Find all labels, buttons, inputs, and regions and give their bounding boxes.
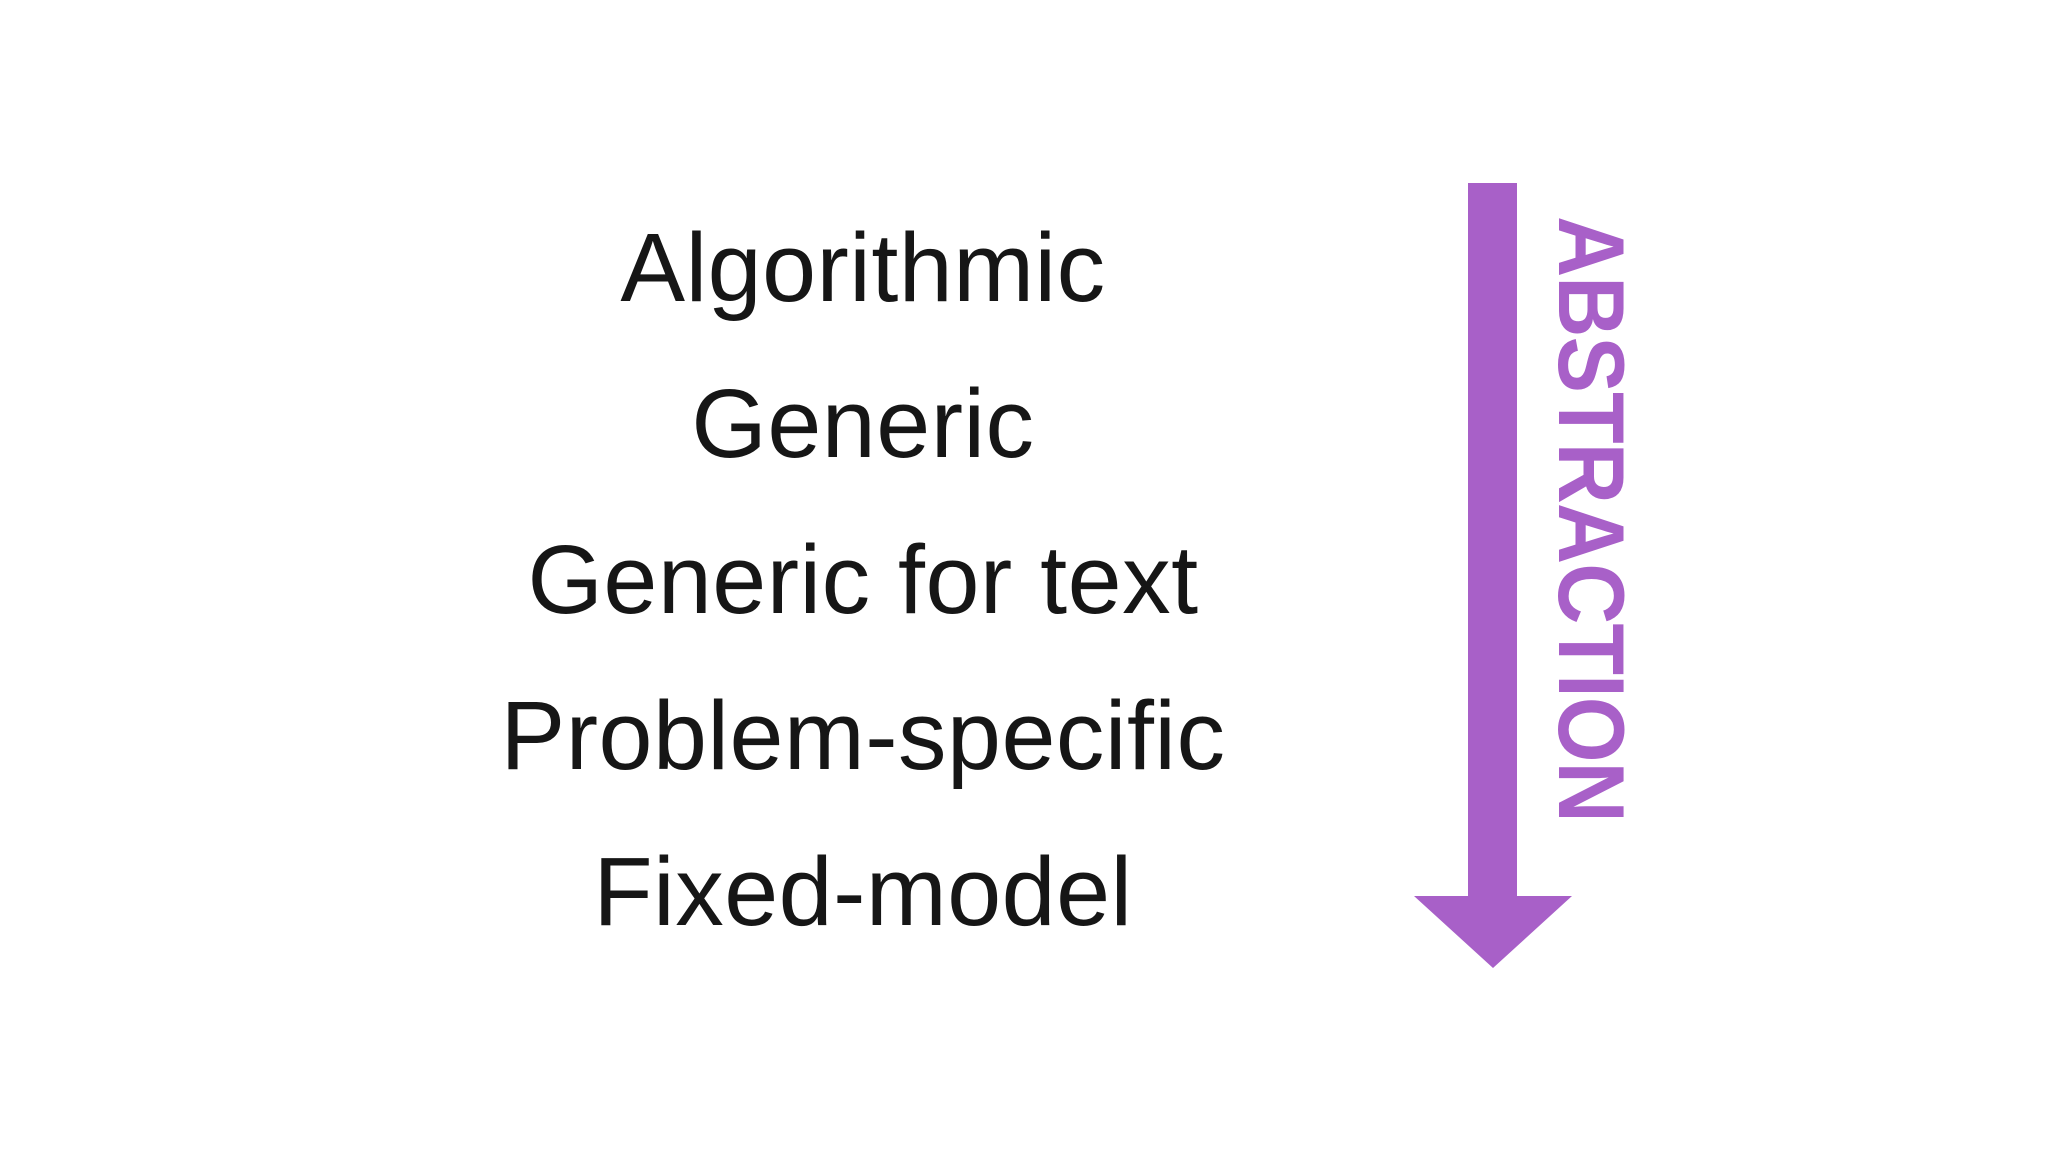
abstraction-levels-list: Algorithmic Generic Generic for text Pro… bbox=[501, 190, 1226, 970]
list-item-algorithmic: Algorithmic bbox=[620, 213, 1106, 322]
list-item-generic-for-text: Generic for text bbox=[527, 525, 1199, 634]
down-arrow-icon bbox=[1414, 183, 1572, 968]
down-arrow-shape bbox=[1414, 183, 1572, 968]
list-item-generic: Generic bbox=[691, 369, 1035, 478]
list-item-problem-specific: Problem-specific bbox=[500, 681, 1226, 790]
abstraction-axis-label: ABSTRACTION bbox=[1539, 216, 1644, 822]
list-item-fixed-model: Fixed-model bbox=[593, 837, 1133, 946]
